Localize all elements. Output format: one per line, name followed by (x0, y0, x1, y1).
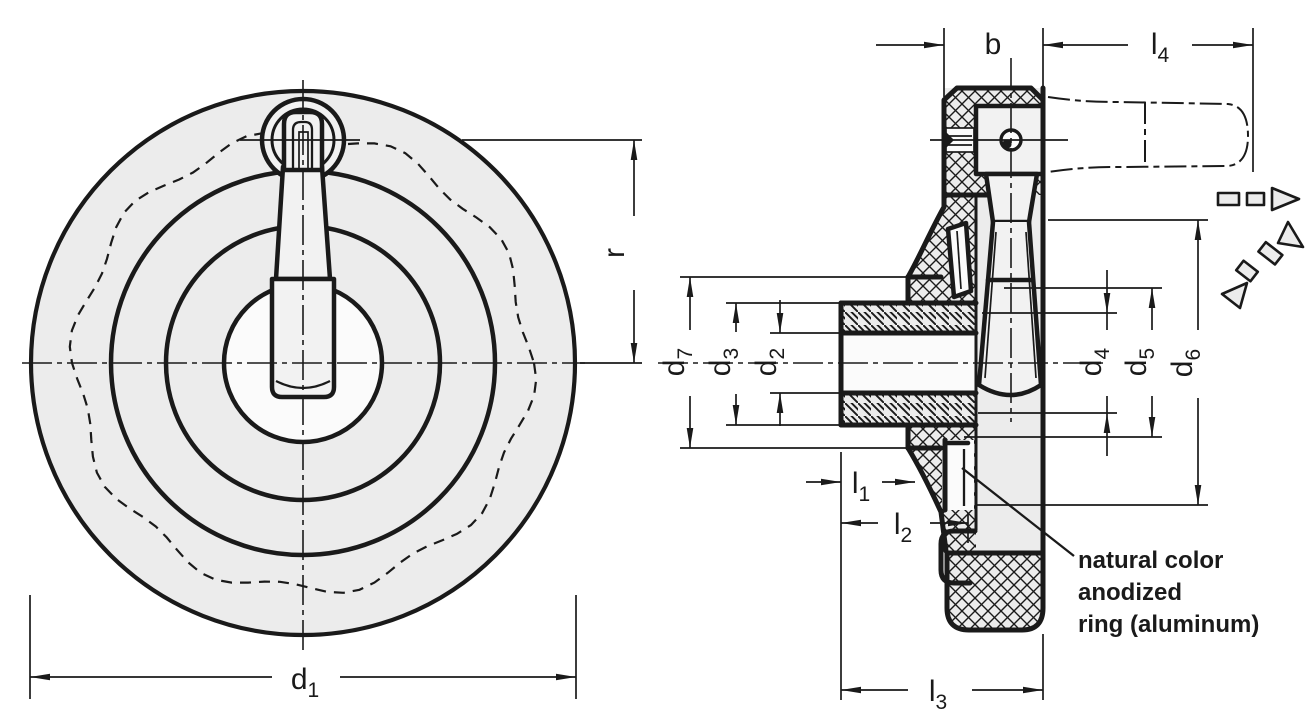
aluminum-hub-insert (842, 305, 975, 423)
label-d4: d4 (1075, 348, 1114, 377)
section-outlines (838, 85, 1046, 633)
dim-l1: l1 (806, 452, 915, 700)
dim-d7: d7 (658, 276, 908, 449)
label-l2: l2 (894, 508, 912, 547)
dim-l2: l2 (841, 508, 969, 547)
label-d5: d5 (1120, 348, 1159, 376)
label-r: r (598, 248, 631, 258)
handle-keyhole-mid (291, 120, 314, 170)
label-l3: l3 (929, 675, 947, 714)
spoke-groove-pocket (945, 220, 974, 300)
front-view: r d1 (22, 80, 642, 702)
dim-l4: l4 (1043, 28, 1254, 172)
note-natural-color-ring: natural color anodized ring (aluminum) (961, 467, 1259, 638)
dim-d5: d5 (964, 287, 1162, 438)
fold-motion-arrows (1216, 186, 1305, 310)
label-d2: d2 (750, 348, 789, 376)
label-d3: d3 (704, 348, 743, 376)
handle-shank-highlight-right (1025, 231, 1037, 379)
handle-pin-core (1002, 139, 1012, 149)
dim-d2: d2 (750, 300, 843, 426)
dim-d4: d4 (978, 270, 1117, 456)
label-b: b (985, 28, 1002, 61)
grip-phantom-outline (1047, 96, 1250, 173)
dim-d3: d3 (704, 302, 843, 426)
label-l4: l4 (1151, 28, 1170, 67)
dim-d6: d6 (976, 219, 1208, 506)
label-d6: d6 (1166, 349, 1205, 377)
note-line-1: natural color (1078, 547, 1223, 574)
leader-line (961, 467, 1075, 557)
handle-grip-column (269, 276, 337, 400)
dim-b: b (876, 28, 1044, 97)
dim-d1: d1 (29, 595, 577, 702)
dim-r: r (462, 139, 642, 364)
label-d7: d7 (658, 348, 697, 376)
label-l1: l1 (852, 467, 870, 506)
section-view: b l4 d7 d3 (658, 28, 1305, 714)
anodized-ring-channel (942, 437, 974, 513)
handle-shank-section (979, 222, 1041, 394)
label-d1: d1 (291, 663, 319, 702)
dim-l3: l3 (841, 634, 1044, 714)
handle-shank-highlight-left (984, 231, 997, 379)
note-line-2: anodized (1078, 579, 1182, 606)
note-line-3: ring (aluminum) (1078, 611, 1259, 638)
